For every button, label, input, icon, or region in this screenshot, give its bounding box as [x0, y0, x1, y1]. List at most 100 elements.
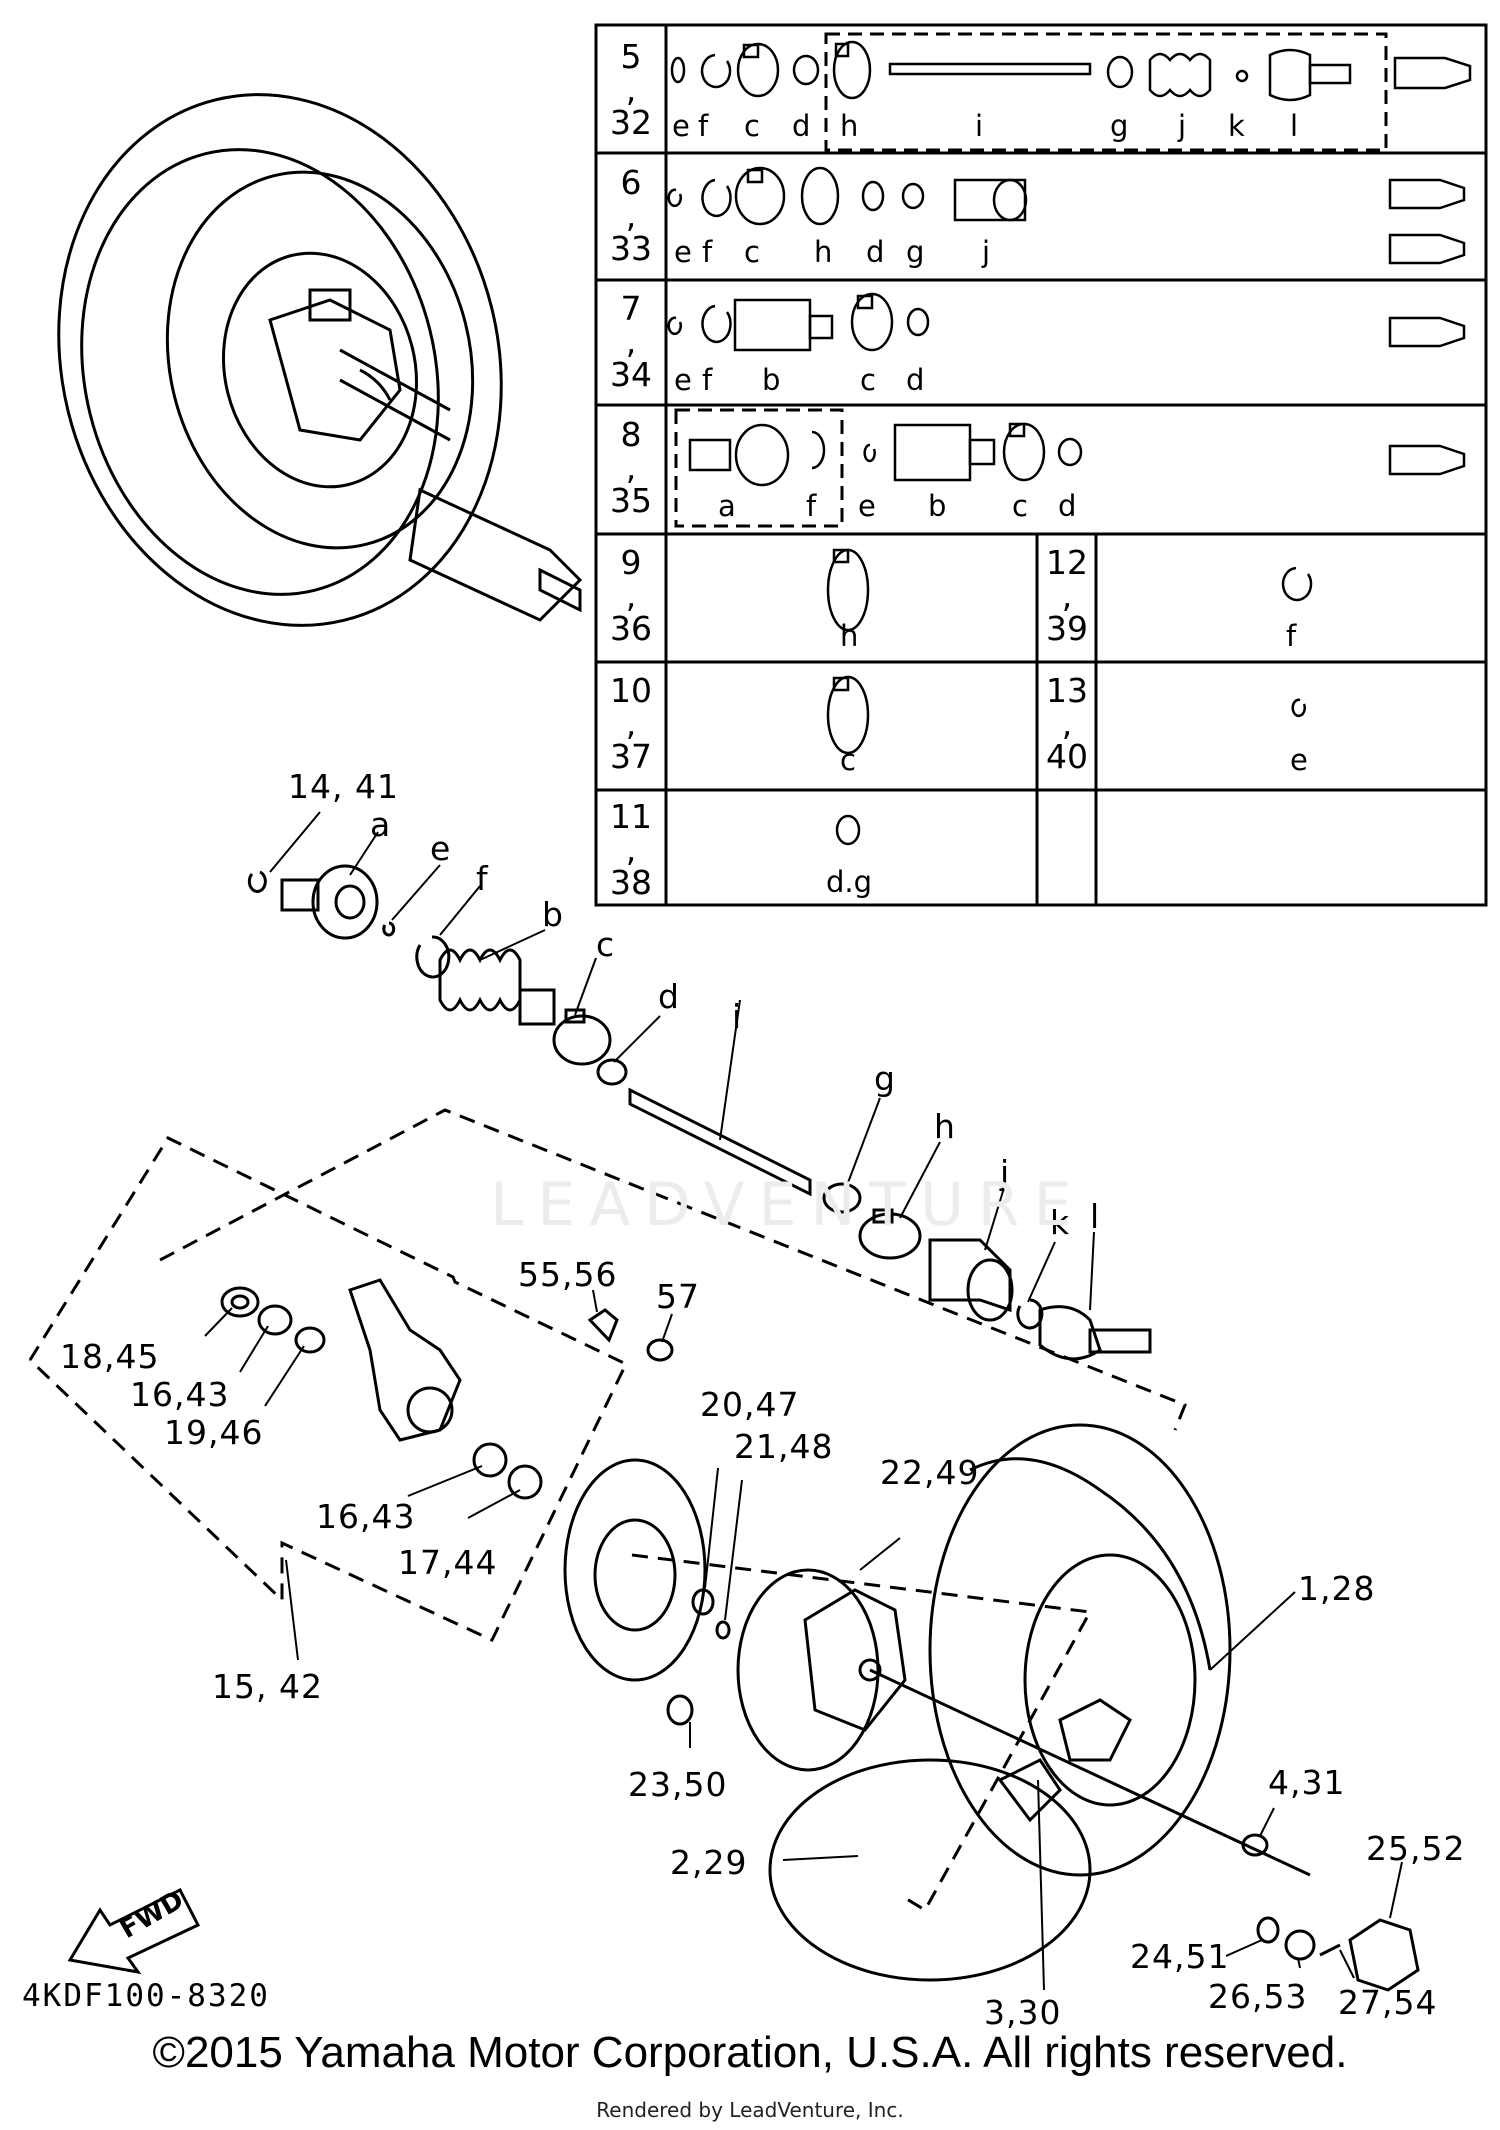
row-num-a: 11 — [610, 797, 652, 836]
callout-25-52: 25,52 — [1366, 1829, 1466, 1868]
callout-18-45: 18,45 — [60, 1337, 160, 1376]
row-num-sep: , — [625, 448, 637, 487]
callout-23-50: 23,50 — [628, 1765, 728, 1804]
table-letter: j — [982, 235, 991, 269]
table-letter: f — [702, 363, 713, 397]
callout-3-30: 3,30 — [984, 1993, 1062, 2032]
callout-22-49: 22,49 — [880, 1453, 980, 1492]
table-letter: i — [975, 109, 984, 143]
table-letter: c — [840, 743, 856, 777]
exploded-wheel — [768, 1423, 1420, 1992]
callout-57: 57 — [656, 1277, 700, 1316]
row-num-a: 10 — [610, 671, 652, 710]
table-letter: d — [866, 235, 885, 269]
callout-21-48: 21,48 — [734, 1427, 834, 1466]
assembled-wheel-illustration — [57, 93, 583, 627]
callout-15-42: 15, 42 — [212, 1667, 323, 1706]
table-letter: h — [840, 619, 859, 653]
callout-24-51: 24,51 — [1130, 1937, 1230, 1976]
table-letter: f — [1286, 619, 1297, 653]
callout-e: e — [430, 829, 452, 868]
leader-lines — [204, 811, 1403, 1991]
row-num-b: 36 — [610, 609, 652, 648]
table-letter: d.g — [826, 865, 873, 899]
row-num-b: 34 — [610, 355, 652, 394]
callout-l: l — [1090, 1197, 1101, 1236]
row-num-b: 39 — [1046, 609, 1088, 648]
row-num-sep: , — [1061, 576, 1073, 615]
callout-k: k — [1050, 1203, 1071, 1242]
knuckle-group — [28, 1108, 1187, 1642]
table-letter: d — [792, 109, 811, 143]
table-letter: f — [698, 109, 709, 143]
callout-14-41: 14, 41 — [288, 767, 399, 806]
table-row-6-33-number: 6 , 33 — [596, 166, 666, 265]
row-num-b: 38 — [610, 863, 652, 902]
table-letter: h — [814, 235, 833, 269]
callout-26-53: 26,53 — [1208, 1977, 1308, 2016]
table-letter: g — [1110, 109, 1129, 143]
callout-2-29: 2,29 — [670, 1843, 748, 1882]
row-num-b: 32 — [610, 103, 652, 142]
callout-h: h — [934, 1107, 956, 1146]
row-num-b: 40 — [1046, 737, 1088, 776]
callout-17-44: 17,44 — [398, 1543, 498, 1582]
table-row-8-35-number: 8 , 35 — [596, 418, 666, 517]
table-letter: e — [858, 489, 876, 523]
row-num-a: 13 — [1046, 671, 1088, 710]
row-num-sep: , — [625, 576, 637, 615]
callout-1-28: 1,28 — [1298, 1569, 1376, 1608]
rendered-by-notice: Rendered by LeadVenture, Inc. — [596, 2098, 904, 2122]
table-row-7-34-number: 7 , 34 — [596, 292, 666, 391]
row-num-a: 7 — [620, 289, 642, 328]
callout-g: g — [874, 1059, 896, 1098]
table-row-10-37-number: 10 , 37 — [596, 674, 666, 773]
row-num-a: 8 — [620, 415, 642, 454]
exploded-drive-shaft — [247, 864, 1152, 1361]
row-num-a: 5 — [620, 37, 642, 76]
row-num-sep: , — [1061, 704, 1073, 743]
table-row-13-40-number: 13 , 40 — [1032, 674, 1102, 773]
table-letter: f — [806, 489, 817, 523]
callout-55-56: 55,56 — [518, 1255, 618, 1294]
callout-i: i — [732, 997, 743, 1036]
table-letter: e — [674, 363, 692, 397]
table-letter: h — [840, 109, 859, 143]
table-letter: c — [1012, 489, 1028, 523]
brake-disc-hub — [563, 1458, 1311, 1913]
table-letter: d — [1058, 489, 1077, 523]
parts-table-grid — [594, 23, 1488, 907]
row-num-b: 33 — [610, 229, 652, 268]
callout-4-31: 4,31 — [1268, 1763, 1346, 1802]
callout-j: j — [1000, 1153, 1011, 1192]
table-letter: a — [718, 489, 736, 523]
table-letter: f — [702, 235, 713, 269]
table-row-5-32-number: 5 , 32 — [596, 40, 666, 139]
table-letter: e — [1290, 743, 1308, 777]
watermark: LEADVENTURE — [490, 1170, 1086, 1240]
callout-16-43-upper: 16,43 — [130, 1375, 230, 1414]
table-letter: l — [1290, 109, 1299, 143]
row-num-a: 12 — [1046, 543, 1088, 582]
table-letter: b — [928, 489, 947, 523]
row-num-sep: , — [625, 830, 637, 869]
table-letter: b — [762, 363, 781, 397]
table-letter: d — [906, 363, 925, 397]
table-row-11-38-number: 11 , 38 — [596, 800, 666, 899]
table-letter: j — [1178, 109, 1187, 143]
row-num-a: 6 — [620, 163, 642, 202]
callout-a: a — [370, 805, 392, 844]
row-num-a: 9 — [620, 543, 642, 582]
table-part-icons — [667, 40, 1472, 846]
table-letter: e — [672, 109, 690, 143]
table-letter: c — [744, 109, 760, 143]
row-num-sep: , — [625, 704, 637, 743]
callout-d: d — [658, 977, 680, 1016]
table-letter: c — [744, 235, 760, 269]
row-num-b: 37 — [610, 737, 652, 776]
table-row-9-36-number: 9 , 36 — [596, 546, 666, 645]
diagram-code: 4KDF100-8320 — [22, 1978, 270, 2014]
table-row-12-39-number: 12 , 39 — [1032, 546, 1102, 645]
table-letter: e — [674, 235, 692, 269]
